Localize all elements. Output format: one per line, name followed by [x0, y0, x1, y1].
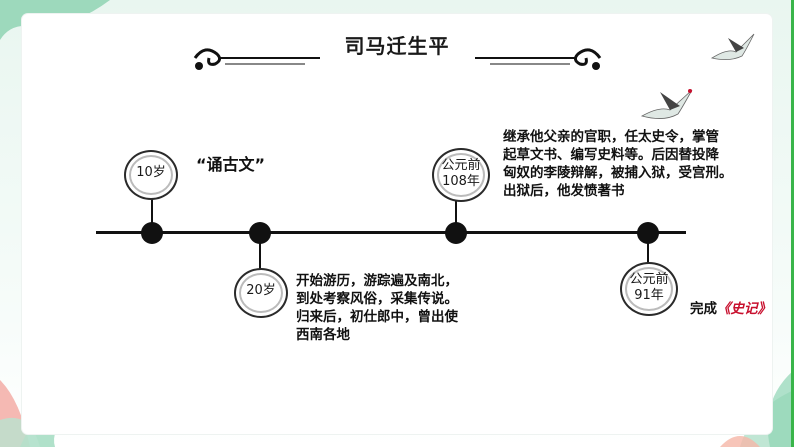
event-text-line: 出狱后，他发愤著书: [503, 183, 625, 199]
event-text-line: 归来后，初仕郎中，曾出使: [296, 309, 458, 325]
age-circle: [124, 150, 178, 200]
crane-icon: [710, 33, 755, 60]
timeline-stem: [259, 240, 261, 270]
event-text-line: 起草文书、编写史料等。后因替投降: [503, 147, 719, 163]
timeline-dot: [249, 222, 271, 244]
right-edge-bar: [791, 0, 794, 447]
age-label-line: 公元前: [441, 158, 481, 173]
timeline-axis: [96, 231, 686, 234]
age-label-line: 公元前: [629, 272, 669, 287]
age-circle: [234, 268, 288, 318]
age-circle: [432, 148, 490, 202]
content-panel: [22, 14, 772, 434]
event-text-line: 开始游历，游踪遍及南北，: [296, 273, 458, 289]
age-circle: [620, 262, 678, 316]
timeline-stem: [455, 196, 457, 232]
age-label: 20岁: [246, 283, 276, 298]
ornament-right-icon: [475, 48, 602, 70]
slide-title: 司马迁生平: [344, 34, 450, 58]
timeline-dot: [637, 222, 659, 244]
timeline-stem: [151, 192, 153, 232]
age-label-line: 108年: [442, 174, 480, 189]
event-text-line: 匈奴的李陵辩解，被捕入狱，受宫刑。: [503, 165, 733, 181]
age-label-line: 91年: [634, 288, 664, 303]
event-text-line: 西南各地: [296, 327, 350, 343]
event-text: “诵古文”: [196, 155, 266, 174]
timeline-dot: [141, 222, 163, 244]
book-title: 《史记》: [717, 301, 771, 317]
event-text-line: 到处考察风俗，采集传说。: [296, 291, 458, 307]
timeline-dot: [445, 222, 467, 244]
event-text-line: 继承他父亲的官职，任太史令，掌管: [503, 129, 719, 145]
age-label: 10岁: [136, 165, 166, 180]
ornament-left-icon: [193, 48, 320, 70]
timeline-stem: [647, 240, 649, 264]
event-prefix: 完成: [690, 301, 717, 317]
crane-icon: [640, 89, 693, 119]
event-text: 完成《史记》: [690, 300, 771, 318]
